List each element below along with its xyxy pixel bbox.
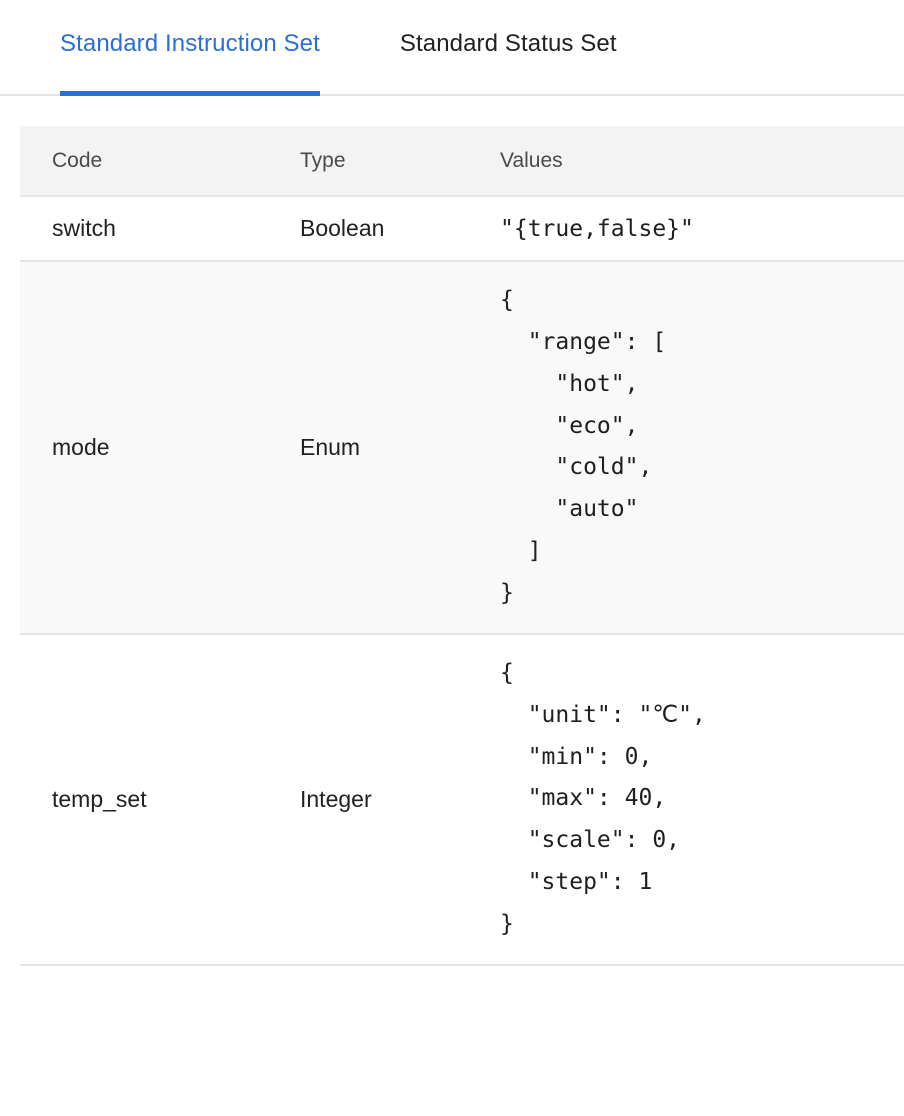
table-header-row: Code Type Values <box>20 126 904 197</box>
values-code-block: { "unit": "℃", "min": 0, "max": 40, "sca… <box>500 659 706 938</box>
cell-values: { "unit": "℃", "min": 0, "max": 40, "sca… <box>500 633 904 966</box>
values-code-block: { "range": [ "hot", "eco", "cold", "auto… <box>500 287 667 607</box>
tab-bar: Standard Instruction Set Standard Status… <box>0 0 904 96</box>
values-code-block: "{true,false}" <box>500 215 694 242</box>
cell-type: Enum <box>300 261 500 635</box>
cell-code: switch <box>20 196 300 262</box>
spec-table-container: Code Type Values switch Boolean "{true,f… <box>0 96 904 966</box>
table-head: Code Type Values <box>20 126 904 197</box>
table-row: switch Boolean "{true,false}" <box>20 196 904 262</box>
column-header-code: Code <box>20 126 300 197</box>
table-row: temp_set Integer { "unit": "℃", "min": 0… <box>20 633 904 966</box>
cell-type: Integer <box>300 633 500 966</box>
tab-standard-status-set[interactable]: Standard Status Set <box>400 0 617 96</box>
cell-values: "{true,false}" <box>500 196 904 262</box>
tab-label: Standard Status Set <box>399 30 617 57</box>
cell-code: mode <box>20 261 300 635</box>
table-body: switch Boolean "{true,false}" mode Enum … <box>20 196 904 966</box>
column-header-values: Values <box>500 126 904 197</box>
tab-label: Standard Instruction Set <box>60 30 320 57</box>
tab-standard-instruction-set[interactable]: Standard Instruction Set <box>60 0 320 96</box>
cell-type: Boolean <box>300 196 500 262</box>
column-header-type: Type <box>300 126 500 197</box>
cell-code: temp_set <box>20 633 300 966</box>
spec-table: Code Type Values switch Boolean "{true,f… <box>20 126 904 966</box>
cell-values: { "range": [ "hot", "eco", "cold", "auto… <box>500 261 904 635</box>
table-row: mode Enum { "range": [ "hot", "eco", "co… <box>20 261 904 635</box>
